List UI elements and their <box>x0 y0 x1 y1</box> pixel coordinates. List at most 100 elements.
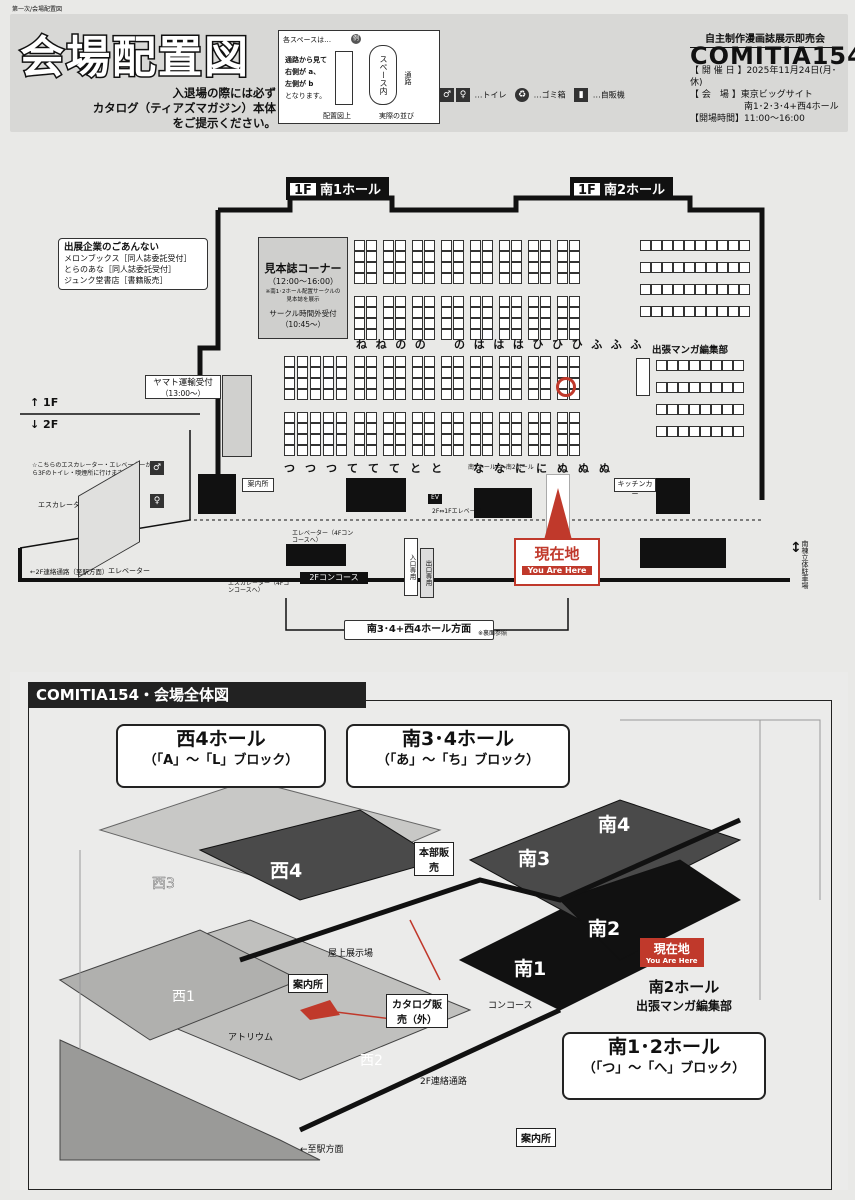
booth-cell[interactable] <box>470 445 481 456</box>
booth-cell[interactable] <box>482 240 493 251</box>
booth-cell[interactable] <box>323 378 334 389</box>
booth-cell[interactable] <box>441 296 452 307</box>
booth-cell[interactable] <box>678 360 689 371</box>
booth-cell[interactable] <box>441 318 452 329</box>
booth-cell[interactable] <box>499 240 510 251</box>
booth-cell[interactable] <box>284 412 295 423</box>
booth-cell[interactable] <box>412 412 423 423</box>
booth-cell[interactable] <box>354 434 365 445</box>
booth-cell[interactable] <box>366 296 377 307</box>
booth-cell[interactable] <box>511 296 522 307</box>
booth-cell[interactable] <box>673 284 684 295</box>
booth-cell[interactable] <box>656 382 667 393</box>
booth-cell[interactable] <box>569 296 580 307</box>
booth-cell[interactable] <box>482 367 493 378</box>
booth-cell[interactable] <box>336 389 347 400</box>
booth-cell[interactable] <box>424 240 435 251</box>
booth-cell[interactable] <box>482 251 493 262</box>
booth-cell[interactable] <box>695 262 706 273</box>
booth-cell[interactable] <box>482 318 493 329</box>
booth-cell[interactable] <box>424 273 435 284</box>
booth-cell[interactable] <box>651 262 662 273</box>
booth-cell[interactable] <box>557 307 568 318</box>
booth-cell[interactable] <box>528 356 539 367</box>
booth-cell[interactable] <box>412 240 423 251</box>
booth-cell[interactable] <box>424 296 435 307</box>
booth-cell[interactable] <box>453 434 464 445</box>
booth-cell[interactable] <box>336 412 347 423</box>
booth-cell[interactable] <box>412 307 423 318</box>
booth-cell[interactable] <box>711 360 722 371</box>
booth-cell[interactable] <box>695 284 706 295</box>
booth-cell[interactable] <box>395 356 406 367</box>
booth-cell[interactable] <box>395 273 406 284</box>
booth-cell[interactable] <box>297 367 308 378</box>
booth-cell[interactable] <box>310 434 321 445</box>
booth-cell[interactable] <box>323 434 334 445</box>
booth-cell[interactable] <box>656 360 667 371</box>
booth-cell[interactable] <box>528 445 539 456</box>
booth-cell[interactable] <box>728 240 739 251</box>
booth-cell[interactable] <box>424 434 435 445</box>
booth-cell[interactable] <box>733 360 744 371</box>
booth-cell[interactable] <box>511 318 522 329</box>
booth-cell[interactable] <box>640 240 651 251</box>
booth-cell[interactable] <box>395 251 406 262</box>
booth-cell[interactable] <box>511 367 522 378</box>
booth-cell[interactable] <box>441 240 452 251</box>
booth-cell[interactable] <box>482 445 493 456</box>
booth-cell[interactable] <box>297 412 308 423</box>
booth-cell[interactable] <box>310 412 321 423</box>
booth-cell[interactable] <box>499 445 510 456</box>
booth-cell[interactable] <box>395 423 406 434</box>
booth-cell[interactable] <box>383 389 394 400</box>
booth-cell[interactable] <box>395 445 406 456</box>
booth-cell[interactable] <box>395 378 406 389</box>
booth-cell[interactable] <box>557 356 568 367</box>
booth-cell[interactable] <box>412 423 423 434</box>
booth-cell[interactable] <box>284 434 295 445</box>
booth-cell[interactable] <box>739 262 750 273</box>
booth-cell[interactable] <box>470 251 481 262</box>
booth-cell[interactable] <box>441 378 452 389</box>
booth-cell[interactable] <box>511 445 522 456</box>
booth-cell[interactable] <box>453 273 464 284</box>
booth-cell[interactable] <box>395 296 406 307</box>
booth-cell[interactable] <box>684 284 695 295</box>
booth-cell[interactable] <box>482 389 493 400</box>
booth-cell[interactable] <box>366 367 377 378</box>
booth-cell[interactable] <box>424 307 435 318</box>
booth-cell[interactable] <box>667 404 678 415</box>
booth-cell[interactable] <box>540 262 551 273</box>
booth-cell[interactable] <box>511 389 522 400</box>
booth-cell[interactable] <box>441 367 452 378</box>
booth-cell[interactable] <box>499 389 510 400</box>
booth-cell[interactable] <box>569 434 580 445</box>
booth-cell[interactable] <box>557 251 568 262</box>
booth-cell[interactable] <box>441 445 452 456</box>
booth-cell[interactable] <box>354 240 365 251</box>
booth-cell[interactable] <box>569 262 580 273</box>
booth-cell[interactable] <box>569 318 580 329</box>
booth-cell[interactable] <box>739 240 750 251</box>
booth-cell[interactable] <box>540 273 551 284</box>
booth-cell[interactable] <box>482 434 493 445</box>
booth-cell[interactable] <box>640 306 651 317</box>
booth-cell[interactable] <box>678 382 689 393</box>
booth-cell[interactable] <box>412 329 423 340</box>
booth-cell[interactable] <box>470 240 481 251</box>
booth-cell[interactable] <box>722 426 733 437</box>
booth-cell[interactable] <box>383 251 394 262</box>
booth-cell[interactable] <box>470 307 481 318</box>
booth-cell[interactable] <box>310 356 321 367</box>
booth-cell[interactable] <box>354 251 365 262</box>
booth-cell[interactable] <box>667 426 678 437</box>
booth-cell[interactable] <box>528 307 539 318</box>
booth-cell[interactable] <box>470 389 481 400</box>
booth-cell[interactable] <box>717 262 728 273</box>
booth-cell[interactable] <box>424 445 435 456</box>
booth-cell[interactable] <box>310 445 321 456</box>
booth-cell[interactable] <box>528 329 539 340</box>
booth-cell[interactable] <box>511 307 522 318</box>
booth-cell[interactable] <box>557 240 568 251</box>
